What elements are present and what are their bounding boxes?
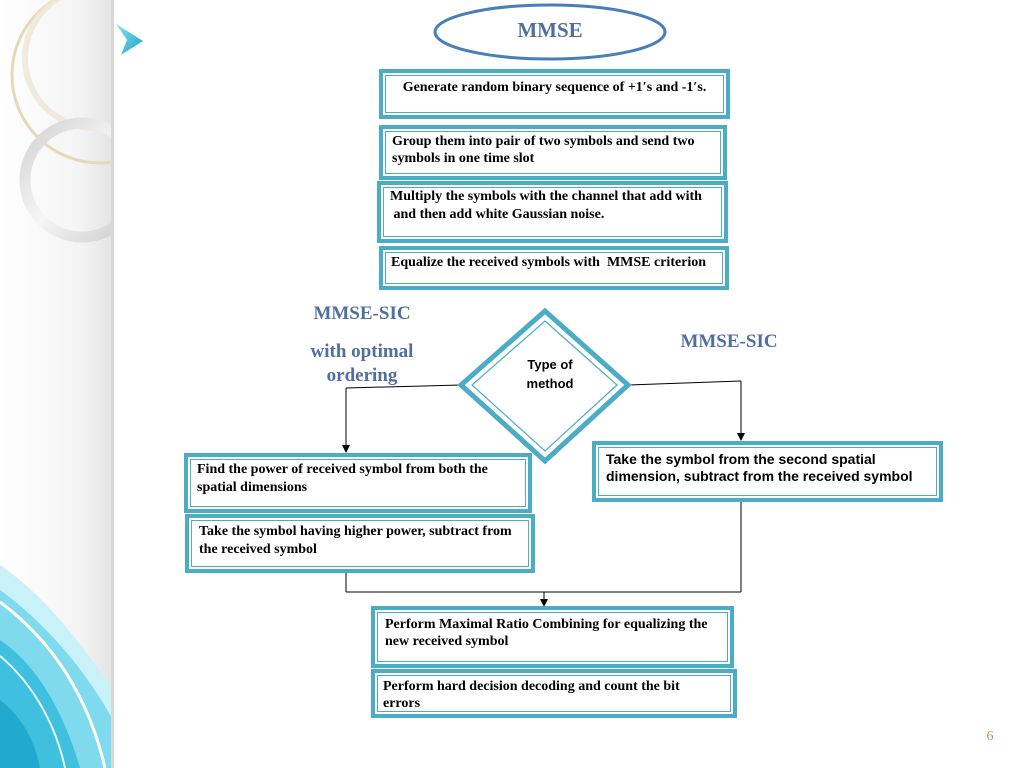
arrowheads — [342, 433, 745, 607]
decision-text-line: Type of — [527, 357, 573, 372]
decor-ring-gray — [19, 117, 113, 243]
step-text-line: Multiply the symbols with the channel th… — [390, 189, 702, 204]
step-text-line: new received symbol — [385, 634, 509, 649]
left-branch-label: MMSE-SIC — [313, 303, 411, 324]
connector-left-horizontal — [345, 384, 462, 389]
step-text-line: Perform hard decision decoding and count… — [383, 679, 680, 694]
decision-diamond-outer — [457, 307, 632, 465]
step-subtract-higher-power: Take the symbol having higher power, sub… — [185, 514, 535, 573]
title-oval — [433, 3, 667, 61]
step-hard-decision-decoding: Perform hard decision decoding and count… — [371, 669, 737, 718]
page-number: 6 — [986, 729, 994, 744]
step-equalize-mmse: Equalize the received symbols with MMSE … — [379, 246, 729, 290]
left-branch-label: ordering — [326, 365, 398, 386]
step-text-line: the received symbol — [199, 542, 317, 557]
step-text-line: errors — [383, 696, 421, 711]
step-subtract-second-dimension: Take the symbol from the second spatial … — [592, 441, 943, 502]
step-text-line: Perform Maximal Ratio Combining for equa… — [385, 617, 708, 632]
step-text-line: symbols in one time slot — [392, 151, 535, 166]
step-text-line: Take the symbol from the second spatial — [606, 451, 876, 467]
decor-swoosh-darkest — [0, 700, 40, 768]
step-generate-sequence: Generate random binary sequence of +1′s … — [379, 69, 730, 119]
decision-diamond — [457, 307, 632, 465]
step-maximal-ratio-combining: Perform Maximal Ratio Combining for equa… — [371, 606, 734, 668]
step-text-line: Equalize the received symbols with MMSE … — [391, 255, 707, 270]
step-text-line: spatial dimensions — [197, 480, 308, 495]
step-text-line: Find the power of received symbol from b… — [197, 462, 488, 477]
arrowhead-merge — [540, 599, 548, 607]
decision-diamond-inner — [471, 320, 618, 452]
decor-arrow-icon — [116, 24, 143, 55]
connectors — [345, 380, 742, 600]
step-text-line: dimension, subtract from the received sy… — [606, 468, 913, 484]
arrowhead-right — [737, 433, 745, 441]
decor-ring-gold-outer — [10, 0, 113, 165]
decision-text-line: method — [526, 376, 574, 391]
connector-right-horizontal — [627, 380, 742, 386]
step-group-symbols: Group them into pair of two symbols and … — [379, 125, 727, 180]
decor-panel-edge — [111, 0, 114, 768]
decor-left-panel-group — [0, 0, 143, 768]
step-text-line: and then add white Gaussian noise. — [390, 207, 605, 222]
step-multiply-channel: Multiply the symbols with the channel th… — [377, 181, 728, 243]
decor-swoosh-stripe-2 — [0, 655, 66, 768]
step-text-line: Generate random binary sequence of +1′s … — [402, 80, 707, 95]
step-find-power: Find the power of received symbol from b… — [184, 453, 532, 513]
step-text-line: Group them into pair of two symbols and … — [392, 134, 695, 149]
title-text: MMSE — [517, 18, 583, 42]
arrowhead-left — [342, 445, 350, 453]
decor-swoosh-stripe — [0, 600, 107, 768]
decor-shapes — [0, 0, 113, 768]
left-branch-label: with optimal — [310, 341, 414, 362]
right-branch-label: MMSE-SIC — [680, 331, 778, 352]
step-text-line: Take the symbol having higher power, sub… — [199, 524, 512, 539]
